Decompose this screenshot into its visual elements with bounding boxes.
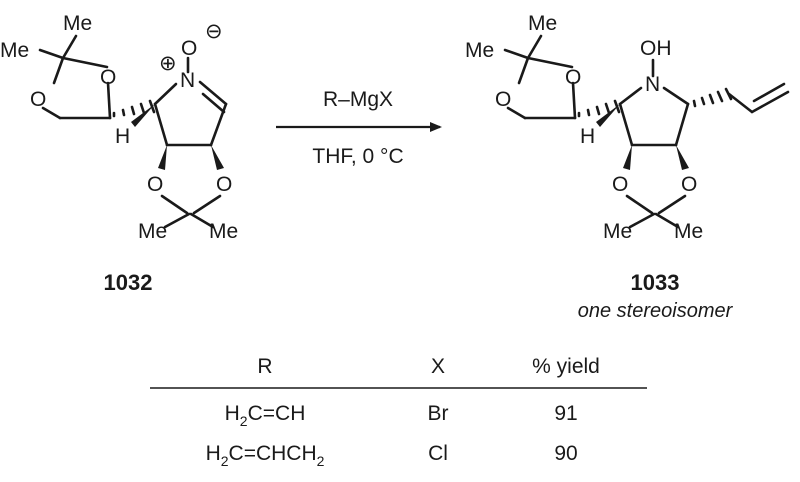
table-row: H2C=CH Br 91: [225, 402, 578, 429]
reactant-methyl-top: Me: [63, 12, 92, 35]
table-cell-r: H2C=CHCH2: [206, 442, 325, 469]
table-cell-x: Br: [428, 402, 449, 425]
product-dioxolane-oxygen-left: O: [495, 88, 511, 111]
reactant-dioxolane-oxygen-top: O: [100, 66, 116, 89]
yield-table: R X % yield H2C=CH Br 91 H2C=CHCH2 Cl 90: [150, 355, 647, 469]
table-cell-r: H2C=CH: [225, 402, 306, 429]
table-header-r: R: [257, 355, 272, 378]
product-methyl-bottom-left: Me: [603, 220, 632, 243]
reagent-label: R–MgX: [323, 88, 393, 111]
product-structure: Me Me O O OH N H O O Me Me: [465, 12, 790, 243]
table-header-yield: % yield: [532, 355, 600, 378]
reactant-compound-number: 1032: [104, 270, 153, 295]
product-stereo-note: one stereoisomer: [578, 300, 734, 322]
product-compound-number: 1033: [631, 270, 680, 295]
reactant-dioxolane-oxygen-left: O: [30, 88, 46, 111]
reactant-methyl-left: Me: [0, 39, 29, 62]
reactant-oxide-oxygen: O: [181, 37, 197, 60]
reactant-acetonide-oxygen-right: O: [216, 173, 232, 196]
product-hydrogen: H: [580, 125, 595, 148]
product-acetonide-oxygen-right: O: [681, 173, 697, 196]
product-bonds: [503, 34, 790, 229]
reactant-methyl-bottom-left: Me: [138, 220, 167, 243]
reactant-nitrogen: N: [180, 69, 195, 92]
reactant-nitrogen-charge: ⊕: [159, 52, 177, 75]
product-methyl-top: Me: [528, 12, 557, 35]
product-nitrogen: N: [645, 73, 660, 96]
reactant-acetonide-oxygen-left: O: [147, 173, 163, 196]
product-dioxolane-oxygen-top: O: [565, 66, 581, 89]
reactant-hydrogen: H: [115, 125, 130, 148]
product-acetonide-oxygen-left: O: [612, 173, 628, 196]
reactant-methyl-bottom-right: Me: [209, 220, 238, 243]
product-hydroxyl: OH: [640, 37, 672, 60]
table-header-x: X: [431, 355, 445, 378]
reactant-oxide-charge: ⊖: [205, 20, 223, 43]
table-cell-yield: 91: [554, 402, 577, 425]
table-cell-x: Cl: [428, 442, 448, 465]
table-cell-yield: 90: [554, 442, 577, 465]
product-methyl-bottom-right: Me: [674, 220, 703, 243]
reactant-bonds: [38, 34, 228, 229]
product-methyl-left: Me: [465, 39, 494, 62]
table-row: H2C=CHCH2 Cl 90: [206, 442, 578, 469]
solvent-conditions-label: THF, 0 °C: [312, 145, 403, 168]
reactant-structure: Me Me O O N ⊕ O ⊖ H O O Me Me: [0, 12, 238, 243]
